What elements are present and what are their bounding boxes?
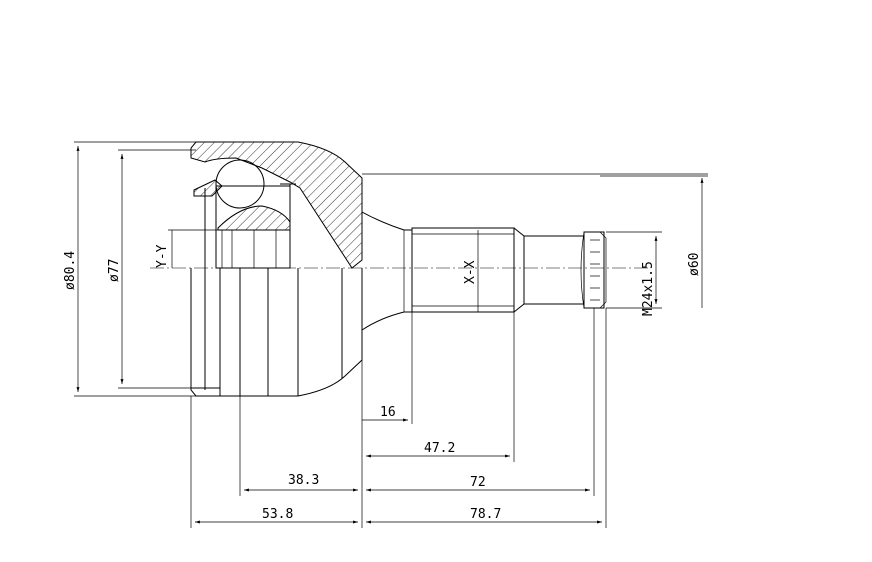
dim-d-shaft: ø60 (362, 173, 708, 308)
section-marker-xx: X-X (463, 230, 479, 312)
extension-lines (190, 308, 607, 528)
dim-72: 72 (366, 475, 590, 492)
thread-tip (599, 231, 607, 309)
dim-text-78-7: 78.7 (470, 507, 501, 522)
dim-text-d-housing: ø77 (107, 259, 122, 282)
section-marker-yy: Y-Y (155, 229, 218, 268)
dim-text-47-2: 47.2 (424, 441, 455, 456)
dim-text-16: 16 (380, 405, 396, 420)
thread-section (523, 235, 585, 305)
dim-text-38-3: 38.3 (288, 473, 319, 488)
housing-neck-lower (361, 311, 412, 331)
thread-chamfer (580, 231, 585, 309)
dim-text-72: 72 (470, 475, 486, 490)
housing-outline-lower (190, 268, 363, 397)
inner-race (193, 159, 296, 269)
dim-d-housing: ø77 (107, 149, 196, 389)
dim-53-8: 53.8 (195, 507, 358, 524)
dim-d-outer: ø80.4 (63, 141, 196, 397)
dim-text-d-shaft: ø60 (687, 253, 702, 276)
dim-78-7: 78.7 (366, 507, 602, 524)
inner-race-section (217, 205, 291, 231)
spline-section (411, 227, 515, 313)
label-xx: X-X (463, 260, 478, 284)
spline-runout (513, 227, 525, 313)
dim-38-3: 38.3 (244, 473, 358, 492)
thread-end (583, 231, 605, 309)
dim-text-53-8: 53.8 (262, 507, 293, 522)
dim-47-2: 47.2 (366, 441, 510, 458)
housing (190, 141, 412, 397)
ball (215, 159, 265, 209)
housing-section-upper (190, 141, 363, 269)
shaft (403, 227, 607, 313)
dim-thread: M24x1.5 (606, 231, 662, 316)
dim-text-d-outer: ø80.4 (63, 251, 78, 290)
housing-neck-upper (361, 211, 412, 231)
label-yy: Y-Y (155, 244, 170, 268)
dim-text-thread: M24x1.5 (641, 261, 656, 316)
dim-16: 16 (362, 405, 408, 422)
